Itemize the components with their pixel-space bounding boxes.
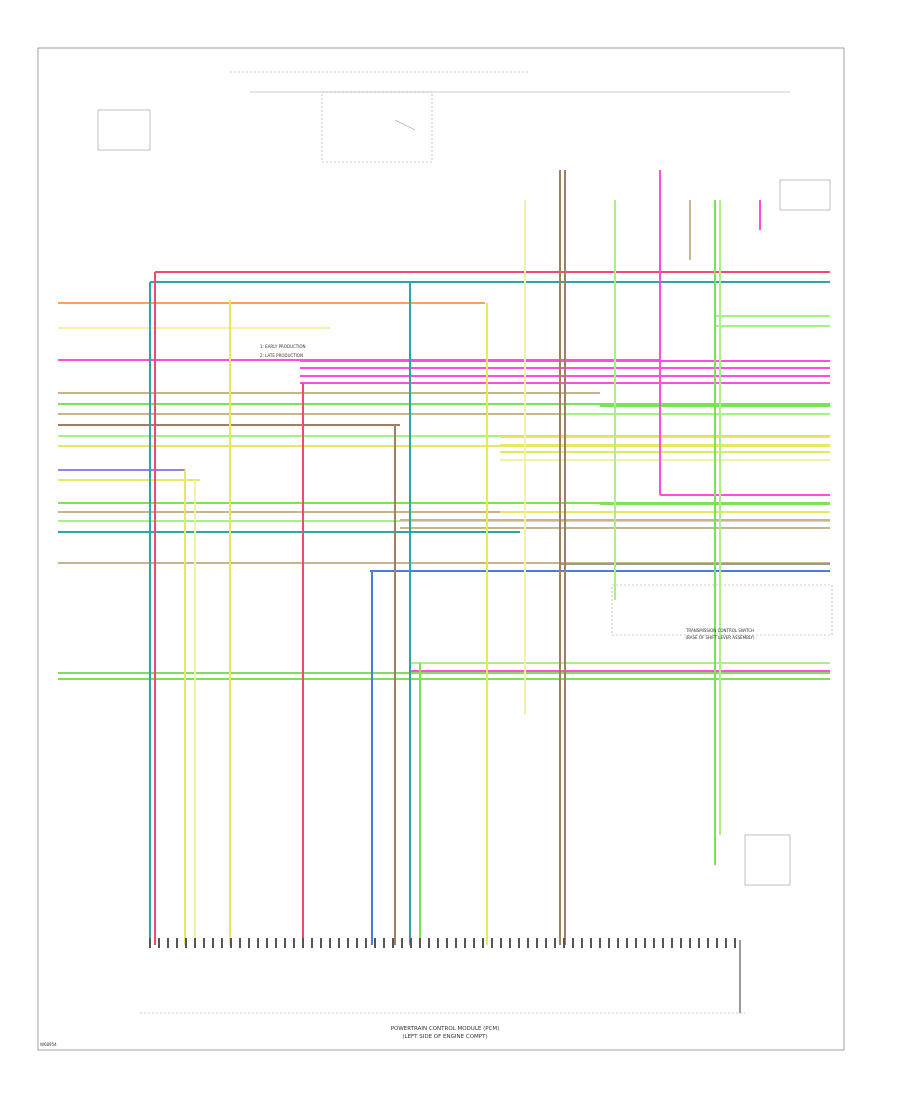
module-title-line1: POWERTRAIN CONTROL MODULE (PCM) bbox=[391, 1026, 500, 1032]
module-title-line2: (LEFT SIDE OF ENGINE COMPT) bbox=[402, 1034, 487, 1040]
connector-pin bbox=[725, 938, 727, 948]
figure-code: W68954 bbox=[40, 1042, 57, 1047]
connector-pin bbox=[527, 938, 529, 948]
transmission-label-line1: TRANSMISSION CONTROL SWITCH bbox=[685, 628, 754, 633]
connector-pin bbox=[239, 938, 241, 948]
connector-pin bbox=[320, 938, 322, 948]
connector-pin bbox=[671, 938, 673, 948]
horizontal-wires bbox=[58, 271, 830, 680]
vertical-wires bbox=[149, 170, 761, 1013]
connector-pin bbox=[203, 938, 205, 948]
connector-pins bbox=[149, 938, 736, 948]
tcm-connector-box bbox=[744, 834, 791, 886]
connector-pin bbox=[455, 938, 457, 948]
connector-pin bbox=[419, 938, 421, 948]
connector-pin bbox=[491, 938, 493, 948]
connector-pin bbox=[581, 938, 583, 948]
connector-pin bbox=[410, 938, 412, 948]
connector-pin bbox=[329, 938, 331, 948]
connector-pin bbox=[356, 938, 358, 948]
connector-pin bbox=[230, 938, 232, 948]
connector-pin bbox=[365, 938, 367, 948]
connector-pin bbox=[590, 938, 592, 948]
connector-pin bbox=[689, 938, 691, 948]
connector-pin bbox=[734, 938, 736, 948]
connector-pin bbox=[716, 938, 718, 948]
connector-pin bbox=[536, 938, 538, 948]
connector-pin bbox=[347, 938, 349, 948]
connector-pin bbox=[284, 938, 286, 948]
connector-pin bbox=[518, 938, 520, 948]
oxygen-sensor-box bbox=[779, 179, 831, 211]
connector-pin bbox=[608, 938, 610, 948]
connector-pin bbox=[698, 938, 700, 948]
connector-pin bbox=[275, 938, 277, 948]
connector-pin bbox=[437, 938, 439, 948]
connector-pin bbox=[626, 938, 628, 948]
connector-pin bbox=[617, 938, 619, 948]
connector-pin bbox=[554, 938, 556, 948]
connector-pin bbox=[680, 938, 682, 948]
connector-pin bbox=[662, 938, 664, 948]
connector-pin bbox=[176, 938, 178, 948]
transmission-label-line2: (BASE OF SHIFT LEVER ASSEMBLY) bbox=[685, 635, 755, 640]
connector-pin bbox=[401, 938, 403, 948]
relay-box bbox=[321, 91, 433, 163]
note-late-production: 2: LATE PRODUCTION bbox=[260, 353, 303, 358]
connector-pin bbox=[185, 938, 187, 948]
relay-switch bbox=[394, 119, 416, 131]
connector-pin bbox=[212, 938, 214, 948]
connector-pin bbox=[302, 938, 304, 948]
connector-pin bbox=[473, 938, 475, 948]
connector-pin bbox=[392, 938, 394, 948]
crankshaft-sensor-box bbox=[97, 109, 151, 151]
connector-pin bbox=[545, 938, 547, 948]
connector-pin bbox=[572, 938, 574, 948]
connector-pin bbox=[293, 938, 295, 948]
connector-pin bbox=[428, 938, 430, 948]
connector-pin bbox=[644, 938, 646, 948]
note-early-production: 1: EARLY PRODUCTION bbox=[260, 344, 306, 349]
connector-pin bbox=[248, 938, 250, 948]
connector-pin bbox=[707, 938, 709, 948]
connector-pin bbox=[266, 938, 268, 948]
connector-pin bbox=[383, 938, 385, 948]
connector-pin bbox=[311, 938, 313, 948]
diagram-border bbox=[37, 47, 845, 1051]
connector-pin bbox=[464, 938, 466, 948]
connector-pin bbox=[635, 938, 637, 948]
transmission-switch-box bbox=[611, 584, 833, 636]
connector-pin bbox=[158, 938, 160, 948]
upper-components bbox=[97, 71, 833, 1014]
connector-pin bbox=[446, 938, 448, 948]
connector-pin bbox=[338, 938, 340, 948]
connector-pin bbox=[167, 938, 169, 948]
connector-pin bbox=[563, 938, 565, 948]
connector-pin bbox=[257, 938, 259, 948]
connector-pin bbox=[653, 938, 655, 948]
connector-pin bbox=[482, 938, 484, 948]
connector-pin bbox=[500, 938, 502, 948]
connector-pin bbox=[149, 938, 151, 948]
connector-pin bbox=[221, 938, 223, 948]
connector-pin bbox=[194, 938, 196, 948]
connector-pin bbox=[599, 938, 601, 948]
connector-pin bbox=[374, 938, 376, 948]
connector-pin bbox=[509, 938, 511, 948]
